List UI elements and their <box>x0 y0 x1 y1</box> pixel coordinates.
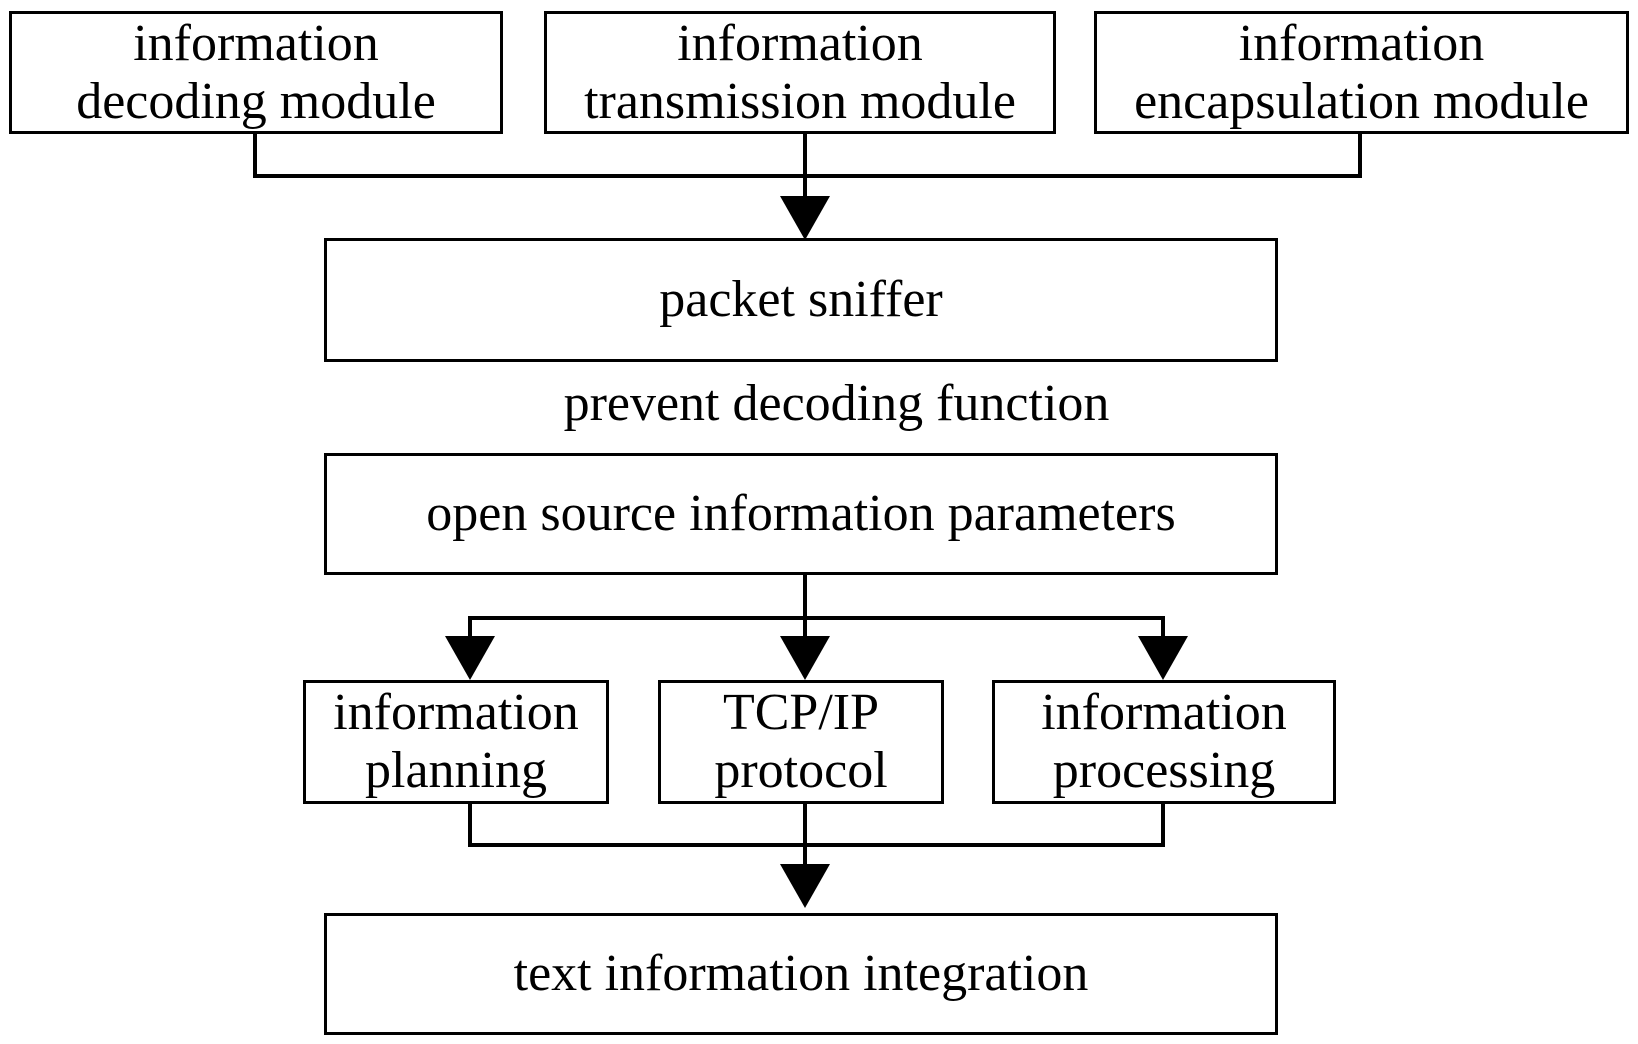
box-line: transmission module <box>584 72 1016 130</box>
open-source-parameters-box: open source information parameters <box>324 453 1278 575</box>
tcpip-protocol-box: TCP/IP protocol <box>658 680 944 804</box>
box-line: information <box>677 14 923 72</box>
information-planning-box: information planning <box>303 680 609 804</box>
packet-sniffer-label: packet sniffer <box>659 271 943 328</box>
packet-sniffer-box: packet sniffer <box>324 238 1278 362</box>
arrowhead-to-planning <box>445 636 495 680</box>
information-processing-box: information processing <box>992 680 1336 804</box>
box-line: information <box>133 14 379 72</box>
box-line: information <box>333 684 579 741</box>
open-source-label: open source information parameters <box>426 485 1176 542</box>
box-line: information <box>1041 684 1287 741</box>
text-integration-label: text information integration <box>513 945 1089 1002</box>
connector-encapsulation-to-bus <box>805 132 1362 178</box>
connector-planning-to-bus <box>468 802 1165 847</box>
prevent-decoding-label: prevent decoding function <box>563 375 1110 432</box>
text-information-integration-box: text information integration <box>324 913 1278 1035</box>
information-decoding-module-box: information decoding module <box>9 11 503 134</box>
box-line: TCP/IP <box>722 684 880 741</box>
information-encapsulation-module-box: information encapsulation module <box>1094 11 1629 134</box>
connector-split-bus <box>468 616 1165 650</box>
arrowhead-to-processing <box>1138 636 1188 680</box>
box-line: processing <box>1052 742 1276 799</box>
arrowhead-to-sniffer <box>780 196 830 240</box>
box-line: decoding module <box>76 72 436 130</box>
arrowhead-to-tcpip <box>780 636 830 680</box>
box-line: information <box>1238 14 1485 72</box>
information-transmission-module-box: information transmission module <box>544 11 1056 134</box>
connector-decoding-to-bus <box>253 132 805 178</box>
box-line: planning <box>365 742 547 799</box>
box-line: protocol <box>714 742 888 799</box>
arrowhead-to-integration <box>780 864 830 908</box>
box-line: encapsulation module <box>1134 72 1589 130</box>
